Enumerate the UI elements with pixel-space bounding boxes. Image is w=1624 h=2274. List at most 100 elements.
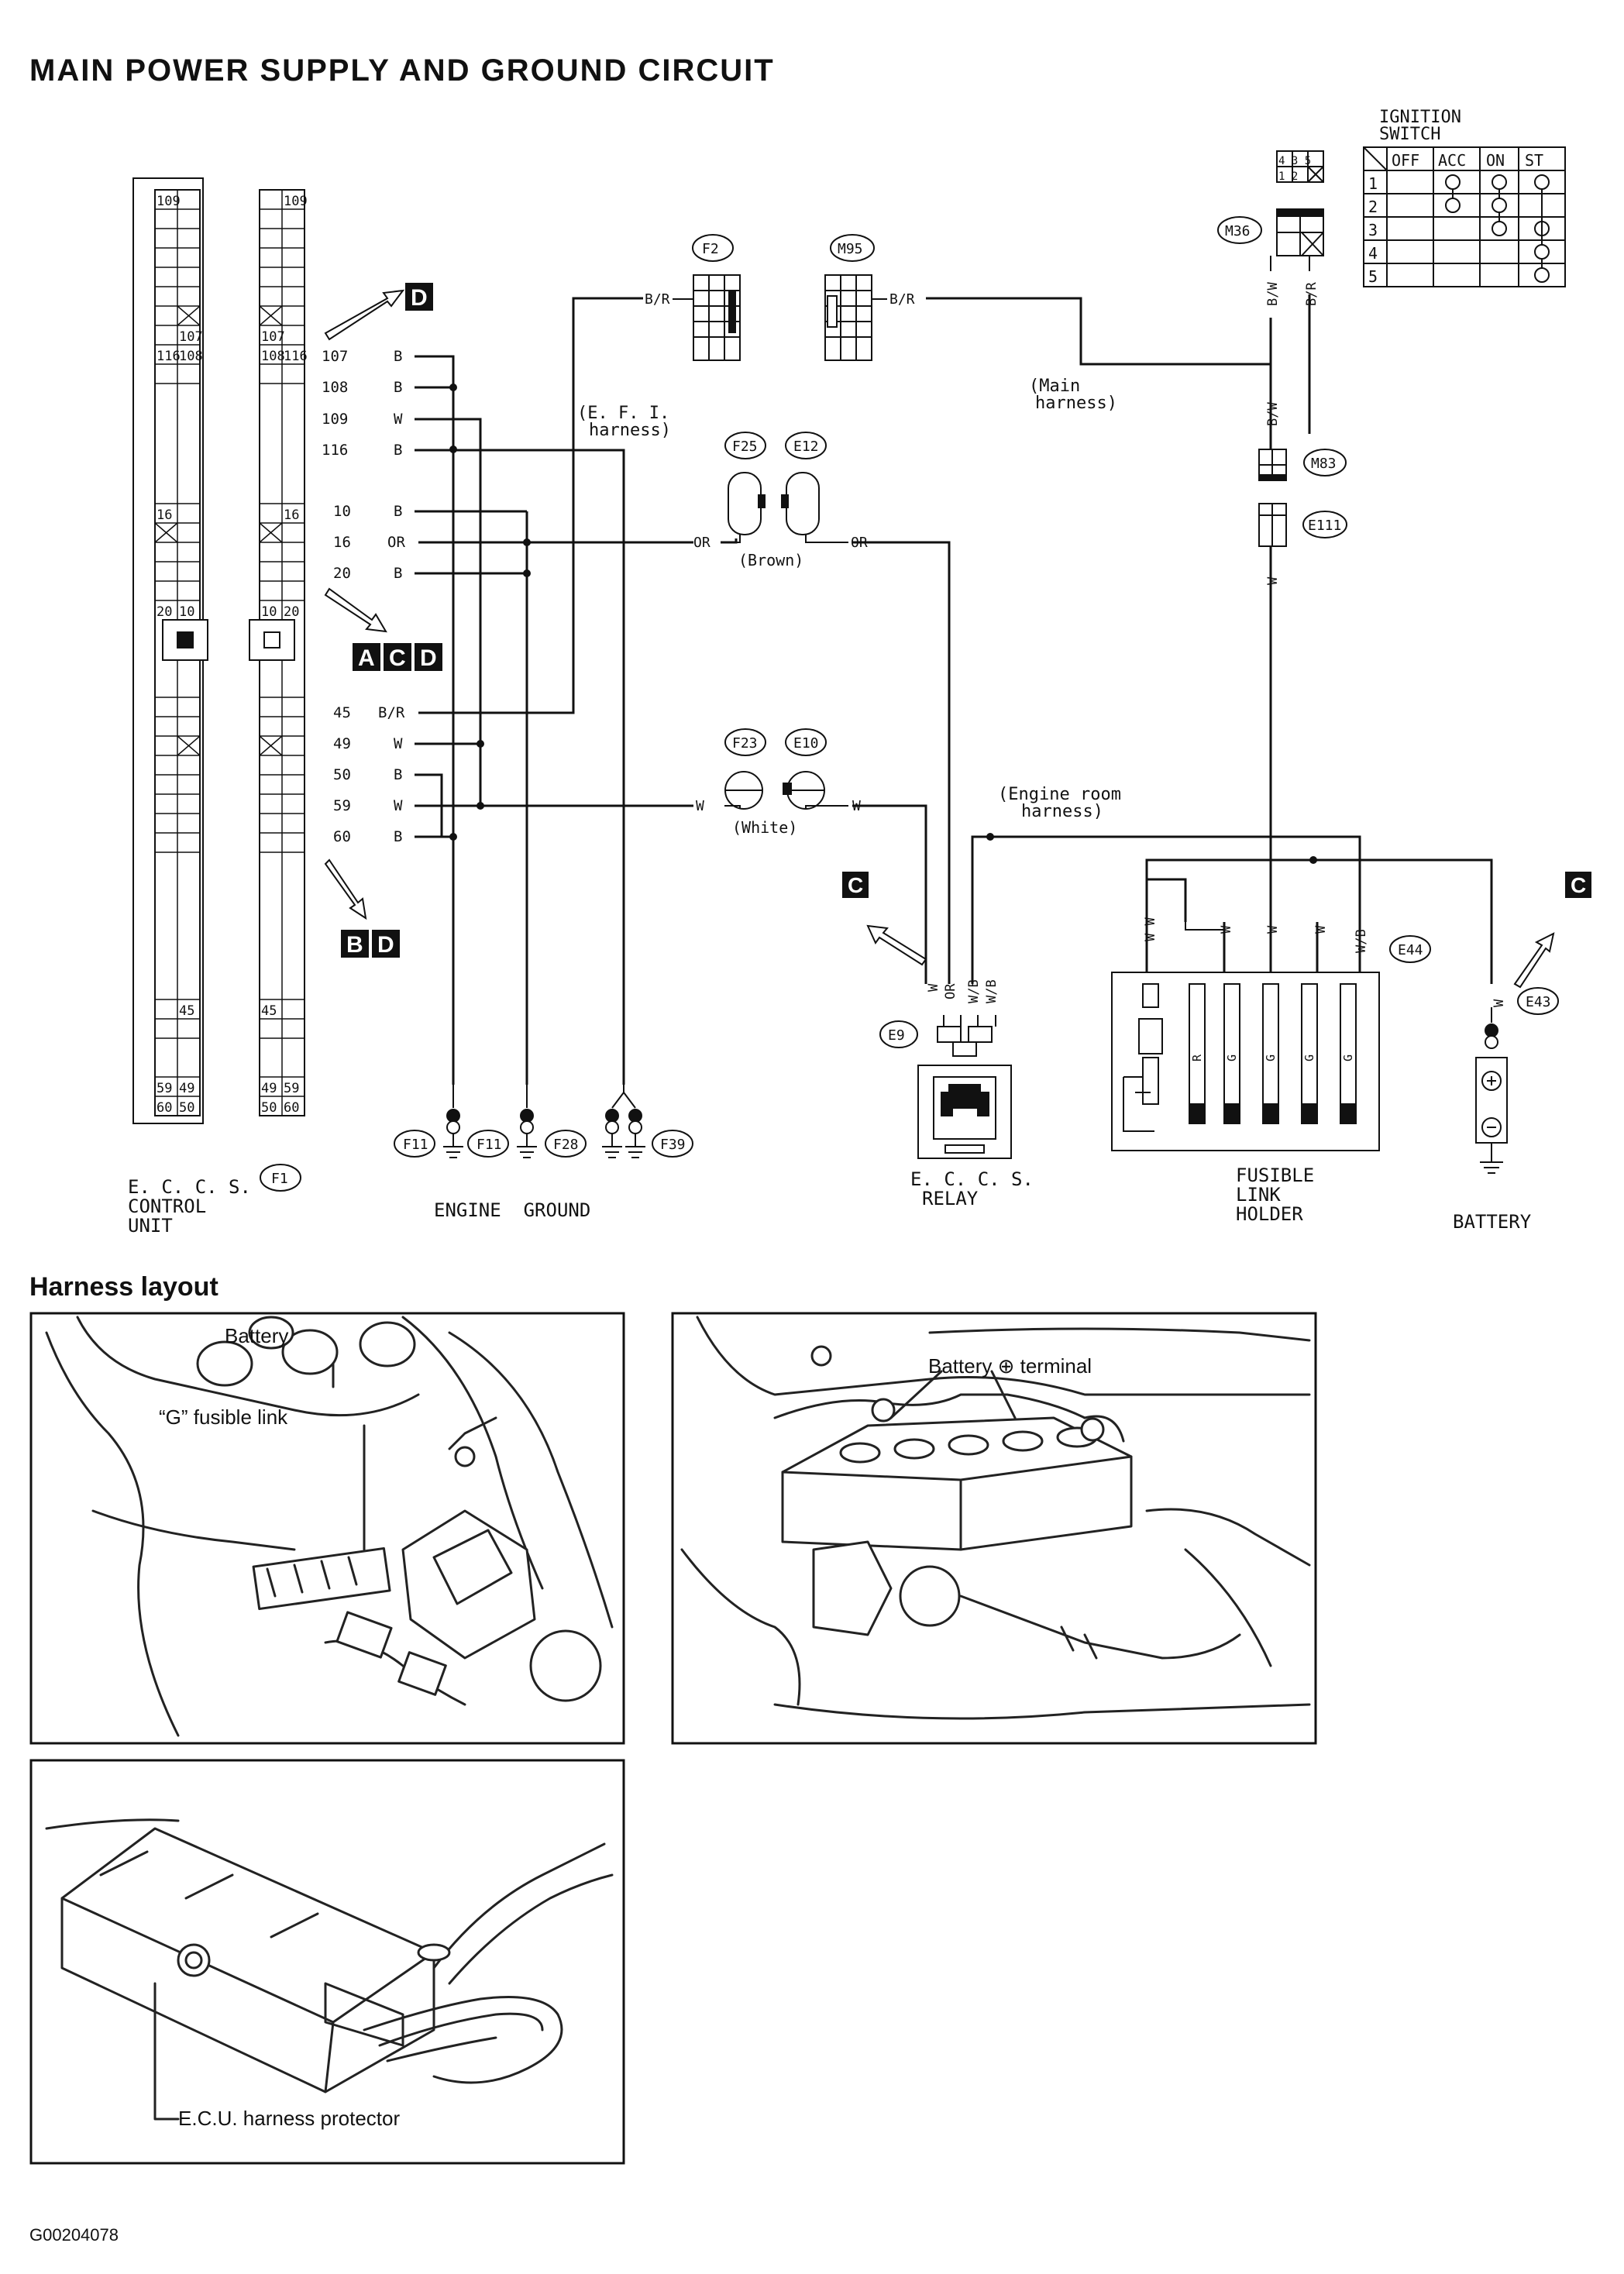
pin-label: 107 [261,329,285,345]
terminal-color: W [394,735,403,752]
ecu-connector-right [249,189,305,1116]
harness-panel-battery-terminal [671,1312,1317,1745]
pin-label: 108 [261,349,285,364]
connector-id-f39: F39 [660,1137,686,1153]
pin-label: 49 [179,1081,194,1096]
fl-wire: W/B [1354,929,1369,953]
wire-color-e43: W [1492,999,1507,1007]
ignition-switch-table [1363,146,1566,287]
fl-fuse-color: G [1341,1054,1355,1061]
relay-wire-or: OR [943,983,958,999]
fl-fuse-color: R [1190,1054,1204,1061]
pin-label: 10 [179,604,194,620]
pin-label: 59 [284,1081,299,1096]
connector-id-e10: E10 [793,735,819,752]
terminal-color: B [394,442,402,459]
ignition-row: 1 [1368,174,1378,193]
harness-note-main: harness) [1035,394,1117,413]
ignition-row: 2 [1368,198,1378,216]
ecu-label-line: E. C. C. S. [128,1176,251,1198]
pin-label: 116 [157,349,181,364]
m36-small-bot: 1 2 [1278,170,1298,183]
pin-label: 60 [284,1100,299,1116]
pin-label: 20 [157,604,172,620]
battery-label: BATTERY [1453,1211,1532,1233]
terminal-color: B [394,379,402,396]
terminal-color: B [394,565,402,582]
ignition-title: SWITCH [1379,125,1440,144]
wire-color-w-right: W [852,798,861,814]
relay-wire-w: W [926,983,941,992]
terminal-pin: 59 [333,797,351,814]
pin-label: 50 [261,1100,277,1116]
connector-id-e12: E12 [793,439,819,455]
connector-id-m83: M83 [1311,456,1337,472]
fl-wire: W [1265,925,1281,934]
pin-label: 10 [261,604,277,620]
fusible-label: FUSIBLE [1236,1165,1314,1186]
fusible-link-holder [1111,972,1380,1151]
ref-box-d: D [377,932,394,958]
fusible-label: HOLDER [1236,1203,1303,1225]
pin-label: 45 [179,1003,194,1019]
battery-symbol [1475,1007,1508,1174]
terminal-color: B [394,828,402,845]
pin-label: 20 [284,604,299,620]
pin-label: 49 [261,1081,277,1096]
fl-wire: W W [1143,917,1158,941]
terminal-pin: 60 [333,828,351,845]
connector-id-f25: F25 [732,439,758,455]
harness-panel-fusible-link [29,1312,625,1745]
terminal-pin: 20 [333,565,351,582]
ignition-row: 4 [1368,244,1378,263]
fl-fuse-color: G [1302,1054,1316,1061]
terminal-color: OR [387,534,405,551]
terminal-color: B [394,503,402,520]
ref-box-d: D [420,645,437,671]
connector-id-e44: E44 [1398,942,1423,958]
wire-color-br-right: B/R [889,291,915,308]
pin-label: 107 [179,329,203,345]
relay-label: E. C. C. S. [910,1168,1034,1190]
terminal-pin: 107 [322,348,348,365]
ignition-col: ON [1486,151,1505,170]
pin-label: 16 [157,507,172,523]
pin-label: 16 [284,507,299,523]
connector-id-f11: F11 [477,1137,502,1153]
eccs-relay [917,1015,1012,1159]
fl-wire: W [1313,925,1329,934]
terminal-pin: 50 [333,766,351,783]
ref-box-c: C [389,645,406,671]
pin-label: 116 [284,349,308,364]
ecu-connector-left [132,177,208,1124]
panel3-protector-label: E.C.U. harness protector [178,2107,400,2130]
terminal-color: W [394,411,403,428]
ref-box-a: A [358,645,375,671]
engine-ground-label: ENGINE GROUND [434,1199,590,1221]
terminal-pin: 10 [333,503,351,520]
ignition-row: 3 [1368,221,1378,239]
figure-code: G00204078 [29,2225,119,2245]
fl-fuse-color: G [1225,1054,1239,1061]
relay-label: RELAY [922,1188,979,1209]
panel2-battery-label: Battery ⊕ terminal [928,1354,1092,1378]
fl-wire: W [1219,925,1234,934]
wire-color-w-e111: W [1265,576,1281,585]
terminal-pin: 116 [322,442,348,459]
wire-color-br-m36: B/R [1304,282,1320,306]
connector-id-m95: M95 [838,241,863,257]
wire-color-or-right: OR [851,535,868,551]
ignition-title: IGNITION [1379,108,1461,127]
terminal-color: B [394,348,402,365]
fusible-label: LINK [1236,1184,1281,1206]
harness-note-engine-room: (Engine room [998,785,1121,804]
ecu-label-line: UNIT [128,1215,173,1237]
harness-note-efi: harness) [589,421,671,440]
ignition-col: ACC [1438,151,1466,170]
connector-id-e111: E111 [1308,518,1341,534]
connector-id-f28: F28 [553,1137,579,1153]
connector-id-f1: F1 [271,1171,288,1187]
terminal-pin: 108 [322,379,348,396]
harness-note-white: (White) [732,818,797,837]
harness-panel-ecu-protector [29,1759,625,2165]
